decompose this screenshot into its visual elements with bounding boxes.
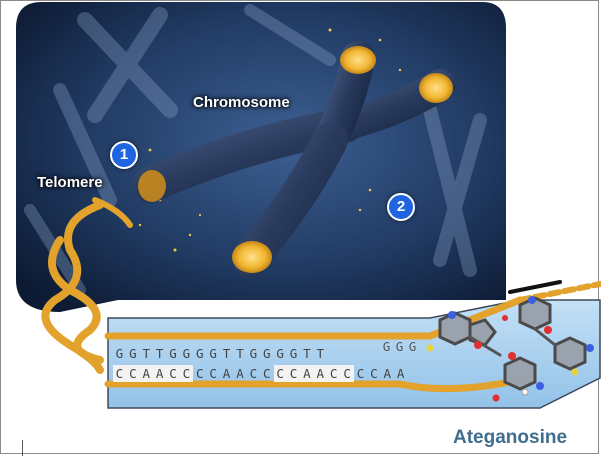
bottom-base: C [113,365,126,382]
bottom-base: A [234,365,247,382]
ateganosine-label: Ateganosine [453,427,567,449]
overhang-base: G [380,339,393,354]
top-base: G [287,345,300,362]
bottom-base: A [220,365,233,382]
top-base: G [260,345,273,362]
top-base: G [193,345,206,362]
bottom-base: C [193,365,206,382]
bottom-base: A [314,365,327,382]
top-base: T [220,345,233,362]
top-base: G [247,345,260,362]
top-base: G [180,345,193,362]
top-base: G [274,345,287,362]
top-base: T [314,345,327,362]
overhang-base: G [393,339,406,354]
top-base: G [113,345,126,362]
top-base: G [126,345,139,362]
bottom-base: A [381,365,394,382]
telomere-label: Telomere [37,174,103,191]
bottom-base: A [153,365,166,382]
bottom-base: C [167,365,180,382]
bottom-base: A [394,365,407,382]
bottom-base: C [274,365,287,382]
top-base: G [167,345,180,362]
bottom-base: C [327,365,340,382]
top-base: T [153,345,166,362]
bottom-base: C [247,365,260,382]
bottom-base: C [367,365,380,382]
top-base: T [140,345,153,362]
marker-2: 2 [387,193,415,221]
bottom-base: C [354,365,367,382]
bottom-base: C [287,365,300,382]
bottom-base: A [300,365,313,382]
bottom-base: C [126,365,139,382]
bottom-base: A [140,365,153,382]
top-base: T [234,345,247,362]
overhang-base: G [406,339,419,354]
chromosome-label: Chromosome [193,94,290,111]
bottom-base: C [260,365,273,382]
top-base: T [300,345,313,362]
bottom-base: C [341,365,354,382]
bottom-base: C [207,365,220,382]
bottom-base: C [180,365,193,382]
top-base: G [207,345,220,362]
marker-1: 1 [110,141,138,169]
